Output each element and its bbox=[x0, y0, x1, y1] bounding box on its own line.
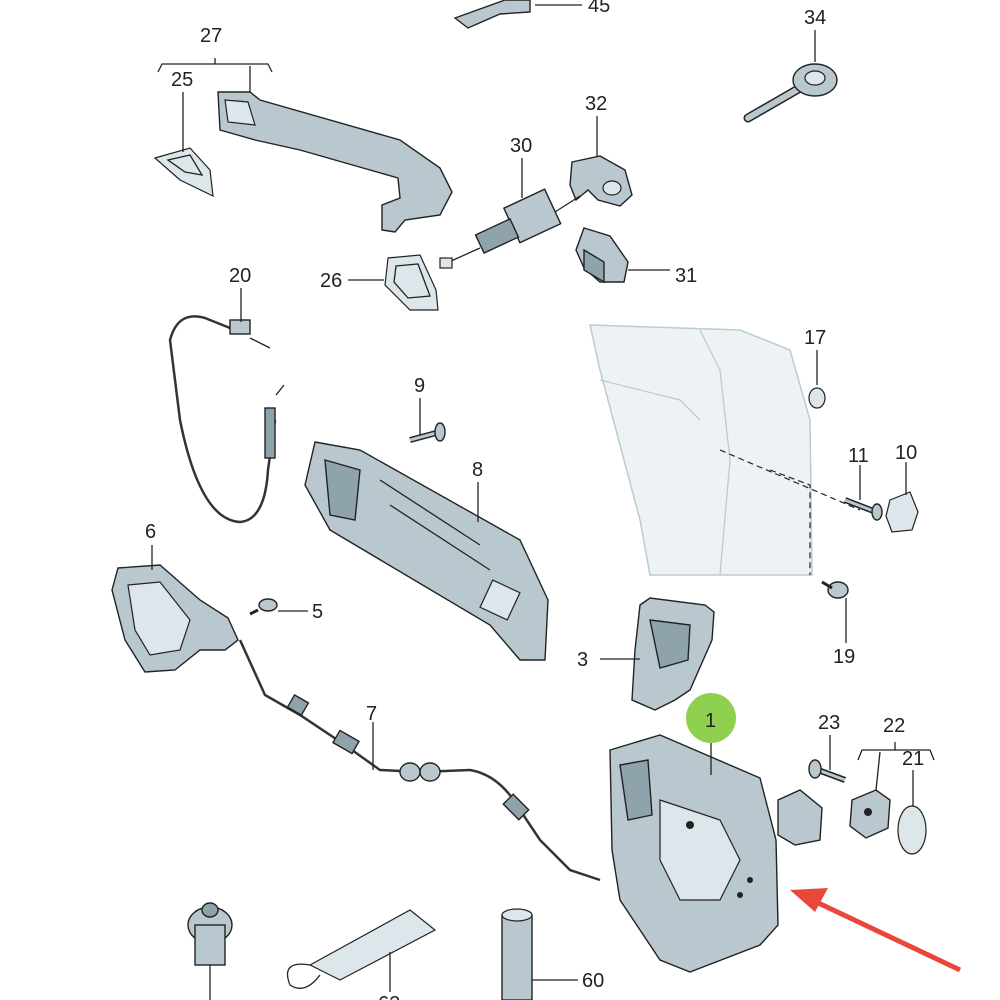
part-25-handle-gasket bbox=[153, 147, 214, 198]
callout-5: 5 bbox=[312, 601, 323, 623]
bracket-22 bbox=[857, 749, 935, 761]
part-6-inner-handle bbox=[111, 564, 239, 673]
part-11-screw bbox=[843, 497, 883, 521]
callout-1-highlight bbox=[686, 693, 736, 743]
part-7-cable bbox=[238, 639, 601, 882]
callout-45: 45 bbox=[588, 0, 610, 17]
callout-6: 6 bbox=[145, 521, 156, 543]
part-45-key-blade bbox=[453, 0, 582, 29]
callout-22: 22 bbox=[883, 715, 905, 737]
part-31-cover bbox=[575, 227, 629, 284]
callout-9: 9 bbox=[414, 375, 425, 397]
callout-21: 21 bbox=[902, 748, 924, 770]
callout-8: 8 bbox=[472, 459, 483, 481]
callout-27: 27 bbox=[200, 25, 222, 47]
part-32-cap bbox=[569, 155, 633, 207]
part-10-cap bbox=[885, 491, 919, 533]
part-22-plate bbox=[849, 789, 891, 839]
door-panel-outline bbox=[589, 324, 861, 576]
part-grommet bbox=[187, 902, 233, 966]
callout-32: 32 bbox=[585, 93, 607, 115]
callout-1: 1 bbox=[705, 710, 716, 732]
callout-30: 30 bbox=[510, 135, 532, 157]
callout-19: 19 bbox=[833, 646, 855, 668]
part-34-key bbox=[743, 63, 838, 123]
part-1-door-lock bbox=[609, 734, 823, 973]
callout-7: 7 bbox=[366, 703, 377, 725]
callout-11: 11 bbox=[848, 445, 869, 467]
callout-17: 17 bbox=[804, 327, 826, 349]
callout-26: 26 bbox=[320, 270, 342, 292]
part-19-clip bbox=[821, 580, 849, 599]
part-30-lock-cylinder bbox=[439, 188, 562, 269]
callout-62: 62 bbox=[378, 993, 400, 1000]
callout-60: 60 bbox=[582, 970, 604, 992]
callout-20: 20 bbox=[229, 265, 251, 287]
part-23-screw bbox=[808, 759, 847, 783]
part-8-handle-carrier bbox=[304, 441, 549, 661]
callout-3: 3 bbox=[577, 649, 588, 671]
part-9-screw bbox=[409, 422, 446, 443]
callout-10: 10 bbox=[895, 442, 917, 464]
part-3-bracket bbox=[631, 597, 715, 711]
part-21-gasket bbox=[897, 805, 927, 855]
part-62-strap bbox=[286, 909, 437, 989]
callout-23: 23 bbox=[818, 712, 840, 734]
part-20-cable bbox=[168, 315, 285, 524]
part-17-plug bbox=[808, 387, 826, 409]
part-26-gasket bbox=[384, 254, 439, 311]
part-60-cylinder bbox=[501, 908, 533, 1000]
callout-31: 31 bbox=[675, 265, 697, 287]
part-5-screw bbox=[249, 598, 278, 616]
callout-25: 25 bbox=[171, 69, 193, 91]
red-arrow bbox=[790, 888, 962, 973]
callout-34: 34 bbox=[804, 7, 826, 29]
part-27-door-handle bbox=[217, 91, 453, 233]
